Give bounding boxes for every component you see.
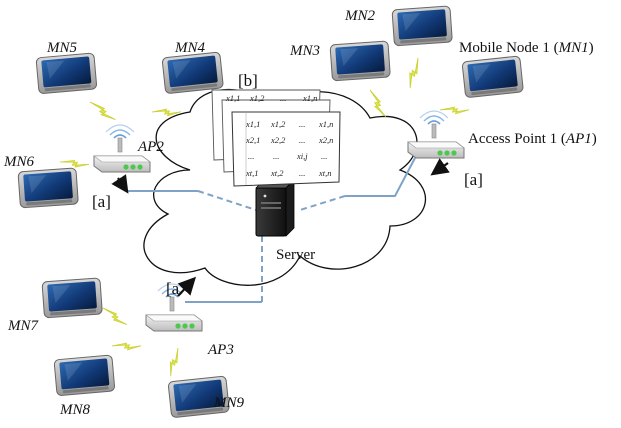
- tablet-icon-mn8: [53, 354, 116, 397]
- matrix-cell: xt,n: [318, 168, 332, 178]
- matrix-stack: x1,1 x1,2 ... x1,n x1,1 x1,2 ... x1,n x2…: [211, 71, 341, 187]
- matrix-back-cell: x1,2: [249, 93, 265, 103]
- server-icon: [255, 179, 295, 237]
- label-mn4: MN4: [174, 40, 206, 56]
- lightning-icon: [162, 347, 187, 377]
- link-label-ap1: [a]: [464, 170, 483, 189]
- matrix-back-cell: x1,n: [302, 93, 317, 103]
- label-mn2: MN2: [344, 8, 376, 24]
- matrix-back-cell: x1,1: [225, 93, 240, 103]
- label-ap3: AP3: [207, 342, 234, 358]
- tablet-icon-mn6: [17, 167, 79, 209]
- lightning-icon: [102, 307, 128, 325]
- matrix-cell: ...: [299, 135, 305, 145]
- matrix-front-grid: x1,1 x1,2 ... x1,n x2,1 x2,2 ... x2,n ..…: [245, 119, 333, 178]
- matrix-cell: x2,2: [270, 135, 286, 145]
- tablet-icon-mn2: [391, 5, 453, 47]
- lightning-icon: [111, 331, 142, 360]
- access-point-ap1: [407, 110, 465, 159]
- wired-links: [128, 157, 416, 303]
- label-ap1-suffix: ): [592, 131, 597, 147]
- matrix-cell: ...: [299, 119, 305, 129]
- label-ap1: Access Point 1 (AP1): [468, 131, 597, 147]
- matrix-label: [b]: [238, 71, 258, 90]
- matrix-cell: ...: [273, 151, 279, 161]
- tablet-icon-mn3: [329, 40, 391, 82]
- link-label-ap2: [a]: [92, 192, 111, 211]
- label-mn1-suffix: ): [589, 40, 594, 56]
- matrix-back-cell: ...: [280, 93, 286, 103]
- matrix-cell: xt,1: [245, 168, 259, 178]
- matrix-cell: x1,1: [245, 119, 260, 129]
- arrow-ap2: [111, 174, 129, 194]
- label-mn1: Mobile Node 1 (MN1): [459, 40, 594, 56]
- matrix-cell: xt,2: [270, 168, 284, 178]
- arrow-ap1: [430, 158, 450, 176]
- matrix-cell: x2,1: [245, 135, 260, 145]
- label-mn8: MN8: [59, 402, 91, 418]
- link-label-ap3: [a: [166, 279, 180, 298]
- matrix-cell: xi,j: [296, 151, 308, 161]
- router-icon: [407, 110, 465, 159]
- matrix-cell: x2,n: [318, 135, 333, 145]
- lightning-icon: [439, 95, 470, 124]
- tablet-icon-mn1: [461, 55, 524, 99]
- matrix-cell: ...: [321, 151, 327, 161]
- link-ap1-server: [345, 157, 416, 197]
- label-ap2: AP2: [137, 139, 164, 155]
- matrix-cell: ...: [299, 168, 305, 178]
- label-mn7: MN7: [7, 318, 40, 334]
- label-mn3: MN3: [289, 43, 320, 59]
- matrix-sheet-front: [231, 111, 341, 187]
- lightning-icon: [401, 57, 428, 89]
- label-ap1-abbr: AP1: [565, 131, 592, 147]
- matrix-cell: x1,2: [270, 119, 286, 129]
- label-mn1-prefix: Mobile Node 1 (: [459, 40, 559, 56]
- lightning-icon: [89, 101, 116, 120]
- label-mn6: MN6: [3, 154, 35, 170]
- tablet-icon-mn5: [35, 52, 98, 95]
- label-mn5: MN5: [46, 40, 78, 56]
- link-ap1-server-dashed: [299, 195, 346, 211]
- tablet-icon-mn4: [161, 51, 224, 95]
- server-label: Server: [276, 247, 315, 263]
- link-ap2-server-dashed: [197, 190, 263, 213]
- label-ap1-prefix: Access Point 1 (: [468, 131, 566, 147]
- matrix-back-row: x1,1 x1,2 ... x1,n: [225, 93, 317, 103]
- matrix-cell: ...: [248, 151, 254, 161]
- tablet-icon-mn7: [41, 277, 103, 319]
- arrow-ap3: [177, 276, 197, 297]
- matrix-cell: x1,n: [318, 119, 333, 129]
- label-mn1-abbr: MN1: [558, 40, 589, 56]
- label-mn9: MN9: [213, 395, 245, 411]
